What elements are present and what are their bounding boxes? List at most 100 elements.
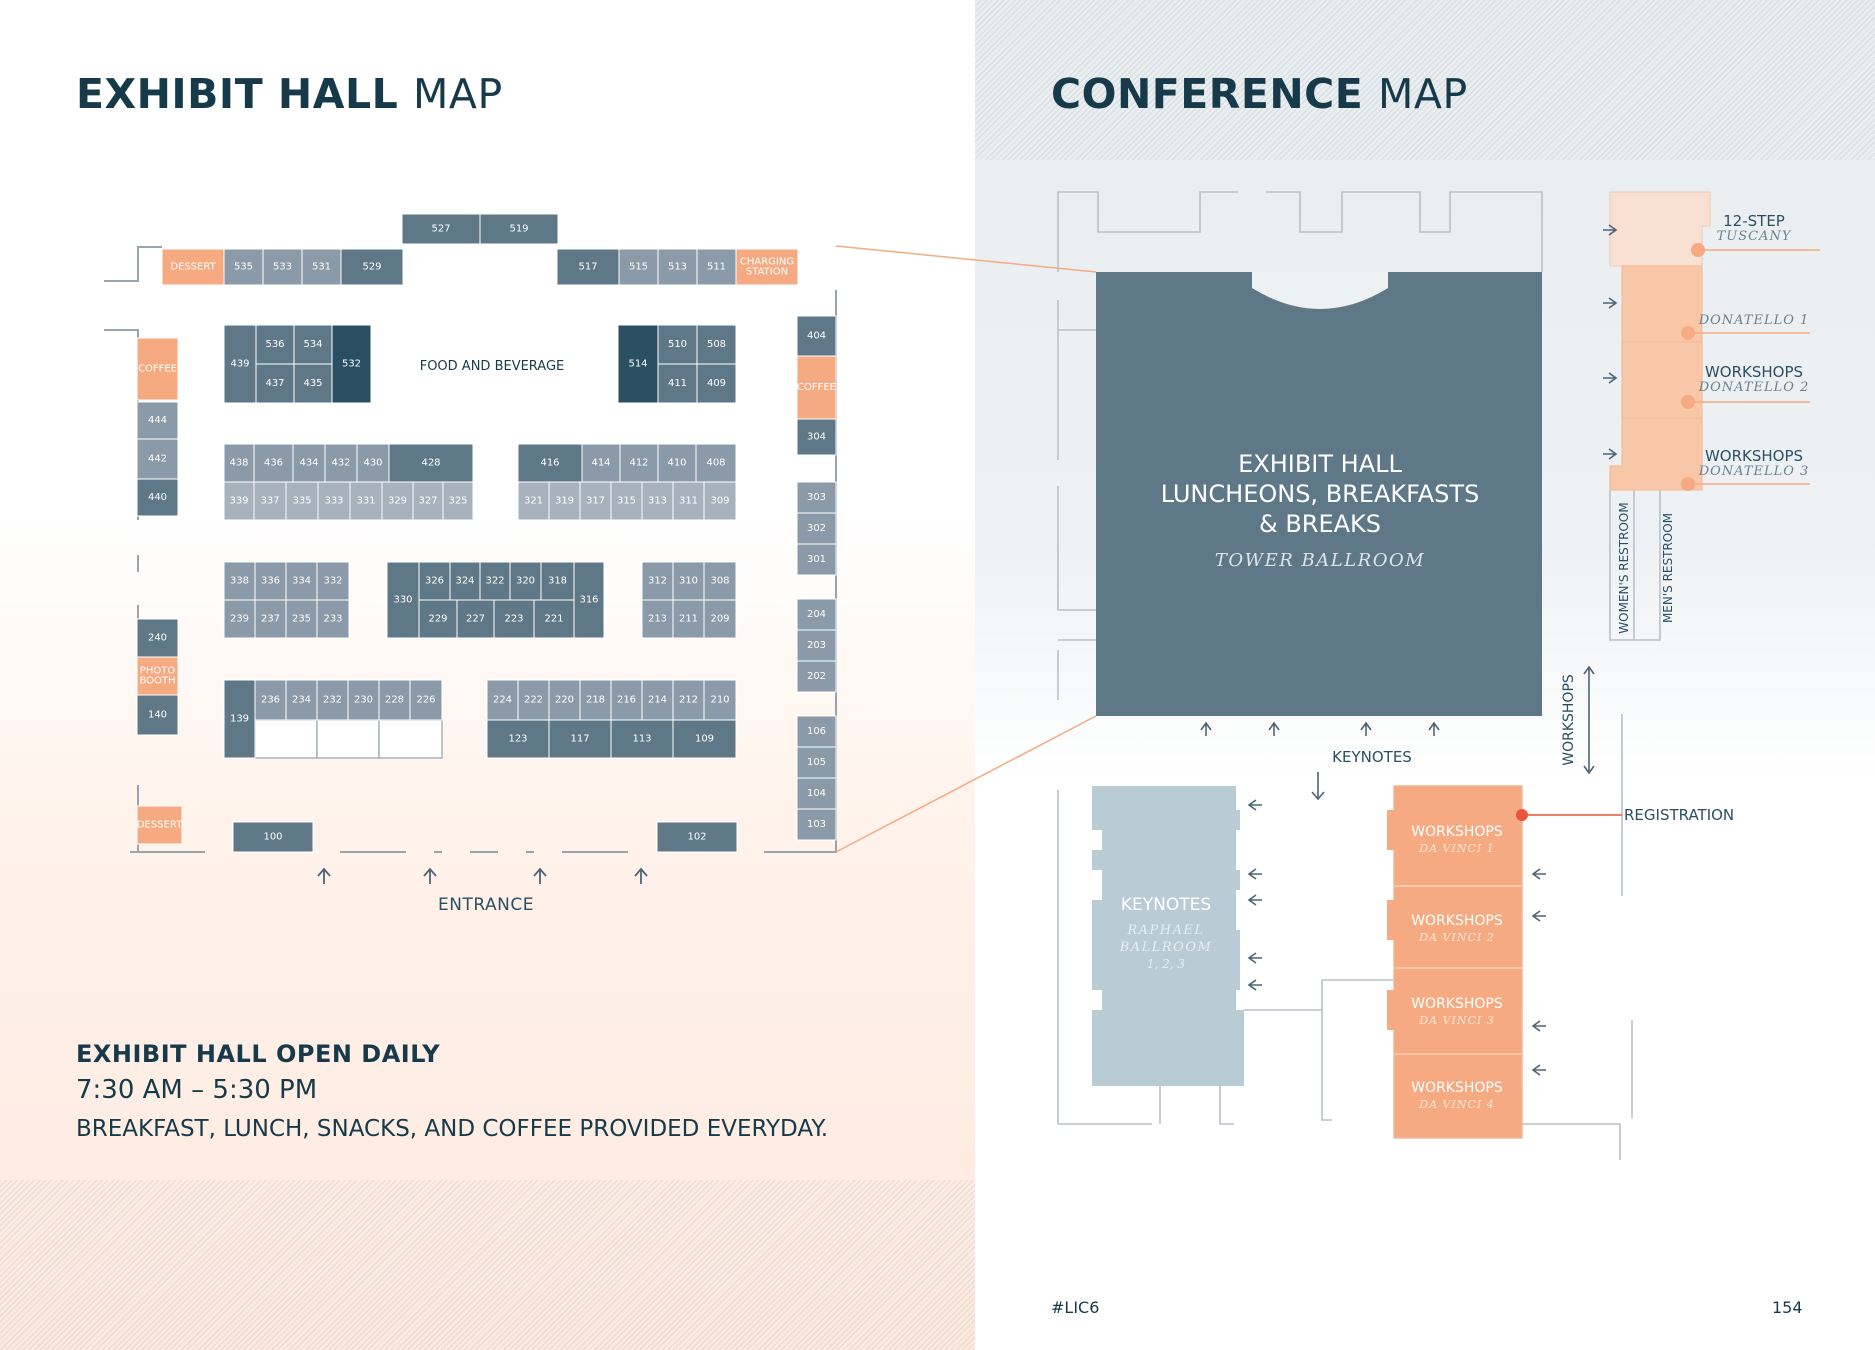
booth-534[interactable]: 534 xyxy=(293,324,333,365)
booth-439[interactable]: 439 xyxy=(223,324,257,404)
booth-303[interactable]: 303 xyxy=(796,481,837,514)
booth-316[interactable]: 316 xyxy=(573,561,605,639)
booth-220[interactable]: 220 xyxy=(548,679,581,721)
booth-106[interactable]: 106 xyxy=(796,715,837,748)
booth-313[interactable]: 313 xyxy=(641,481,674,521)
booth-239[interactable]: 239 xyxy=(223,599,256,639)
booth-437[interactable]: 437 xyxy=(255,363,295,404)
booth-333[interactable]: 333 xyxy=(317,481,351,521)
booth-109[interactable]: 109 xyxy=(672,719,737,759)
booth-513[interactable]: 513 xyxy=(657,248,698,286)
booth-319[interactable]: 319 xyxy=(548,481,581,521)
booth-321[interactable]: 321 xyxy=(517,481,550,521)
booth-210[interactable]: 210 xyxy=(703,679,737,721)
booth-228[interactable]: 228 xyxy=(378,679,411,721)
booth-416[interactable]: 416 xyxy=(517,443,583,483)
booth-100[interactable]: 100 xyxy=(232,821,314,853)
amenity-coffee[interactable]: COFFEE xyxy=(136,337,179,401)
booth-309[interactable]: 309 xyxy=(703,481,737,521)
booth-302[interactable]: 302 xyxy=(796,512,837,545)
booth-527[interactable]: 527 xyxy=(401,213,481,245)
booth-312[interactable]: 312 xyxy=(641,561,674,601)
booth-317[interactable]: 317 xyxy=(579,481,612,521)
booth-202[interactable]: 202 xyxy=(796,660,837,693)
booth-221[interactable]: 221 xyxy=(533,599,575,639)
booth-536[interactable]: 536 xyxy=(255,324,295,365)
keynotes-room[interactable] xyxy=(1092,786,1244,1086)
booth-337[interactable]: 337 xyxy=(253,481,287,521)
booth-529[interactable]: 529 xyxy=(340,248,404,286)
booth-330[interactable]: 330 xyxy=(386,561,420,639)
booth-104[interactable]: 104 xyxy=(796,777,837,810)
booth-240[interactable]: 240 xyxy=(136,618,179,658)
booth-329[interactable]: 329 xyxy=(381,481,414,521)
booth-320[interactable]: 320 xyxy=(509,561,542,601)
booth-404[interactable]: 404 xyxy=(796,315,837,357)
booth-301[interactable]: 301 xyxy=(796,543,837,576)
booth-432[interactable]: 432 xyxy=(324,443,358,483)
booth-227[interactable]: 227 xyxy=(456,599,495,639)
booth-310[interactable]: 310 xyxy=(672,561,705,601)
booth-430[interactable]: 430 xyxy=(356,443,390,483)
booth-204[interactable]: 204 xyxy=(796,598,837,631)
booth-237[interactable]: 237 xyxy=(254,599,287,639)
booth-315[interactable]: 315 xyxy=(610,481,643,521)
booth-304[interactable]: 304 xyxy=(796,418,837,456)
booth-515[interactable]: 515 xyxy=(618,248,659,286)
booth-338[interactable]: 338 xyxy=(223,561,256,601)
booth-113[interactable]: 113 xyxy=(610,719,674,759)
booth-123[interactable]: 123 xyxy=(486,719,550,759)
booth-213[interactable]: 213 xyxy=(641,599,674,639)
booth-438[interactable]: 438 xyxy=(223,443,255,483)
booth-216[interactable]: 216 xyxy=(610,679,643,721)
booth-533[interactable]: 533 xyxy=(262,248,303,286)
tower-ballroom[interactable] xyxy=(1096,272,1542,716)
booth-223[interactable]: 223 xyxy=(493,599,535,639)
booth-514[interactable]: 514 xyxy=(617,324,659,404)
booth-414[interactable]: 414 xyxy=(581,443,621,483)
booth-203[interactable]: 203 xyxy=(796,629,837,662)
booth-318[interactable]: 318 xyxy=(540,561,575,601)
booth-535[interactable]: 535 xyxy=(223,248,264,286)
booth-519[interactable]: 519 xyxy=(479,213,559,245)
booth-218[interactable]: 218 xyxy=(579,679,612,721)
booth-230[interactable]: 230 xyxy=(347,679,380,721)
booth-117[interactable]: 117 xyxy=(548,719,612,759)
booth-226[interactable]: 226 xyxy=(409,679,443,721)
booth-410[interactable]: 410 xyxy=(657,443,697,483)
booth-214[interactable]: 214 xyxy=(641,679,674,721)
booth-442[interactable]: 442 xyxy=(136,438,179,480)
booth-412[interactable]: 412 xyxy=(619,443,659,483)
booth-332[interactable]: 332 xyxy=(316,561,350,601)
booth-324[interactable]: 324 xyxy=(449,561,481,601)
booth-435[interactable]: 435 xyxy=(293,363,333,404)
booth-212[interactable]: 212 xyxy=(672,679,705,721)
booth-235[interactable]: 235 xyxy=(285,599,318,639)
booth-325[interactable]: 325 xyxy=(442,481,474,521)
booth-444[interactable]: 444 xyxy=(136,401,179,440)
booth-409[interactable]: 409 xyxy=(696,363,737,404)
booth-510[interactable]: 510 xyxy=(657,324,698,365)
booth-411[interactable]: 411 xyxy=(657,363,698,404)
booth-229[interactable]: 229 xyxy=(418,599,458,639)
booth-336[interactable]: 336 xyxy=(254,561,287,601)
booth-234[interactable]: 234 xyxy=(285,679,318,721)
booth-327[interactable]: 327 xyxy=(412,481,444,521)
booth-311[interactable]: 311 xyxy=(672,481,705,521)
booth-334[interactable]: 334 xyxy=(285,561,318,601)
booth-428[interactable]: 428 xyxy=(388,443,474,483)
booth-434[interactable]: 434 xyxy=(292,443,326,483)
booth-233[interactable]: 233 xyxy=(316,599,350,639)
booth-224[interactable]: 224 xyxy=(486,679,519,721)
booth-508[interactable]: 508 xyxy=(696,324,737,365)
booth-209[interactable]: 209 xyxy=(703,599,737,639)
booth-103[interactable]: 103 xyxy=(796,808,837,841)
booth-517[interactable]: 517 xyxy=(556,248,620,286)
booth-511[interactable]: 511 xyxy=(696,248,737,286)
booth-140[interactable]: 140 xyxy=(136,694,179,736)
booth-308[interactable]: 308 xyxy=(703,561,737,601)
booth-339[interactable]: 339 xyxy=(223,481,255,521)
booth-139[interactable]: 139 xyxy=(223,679,256,759)
